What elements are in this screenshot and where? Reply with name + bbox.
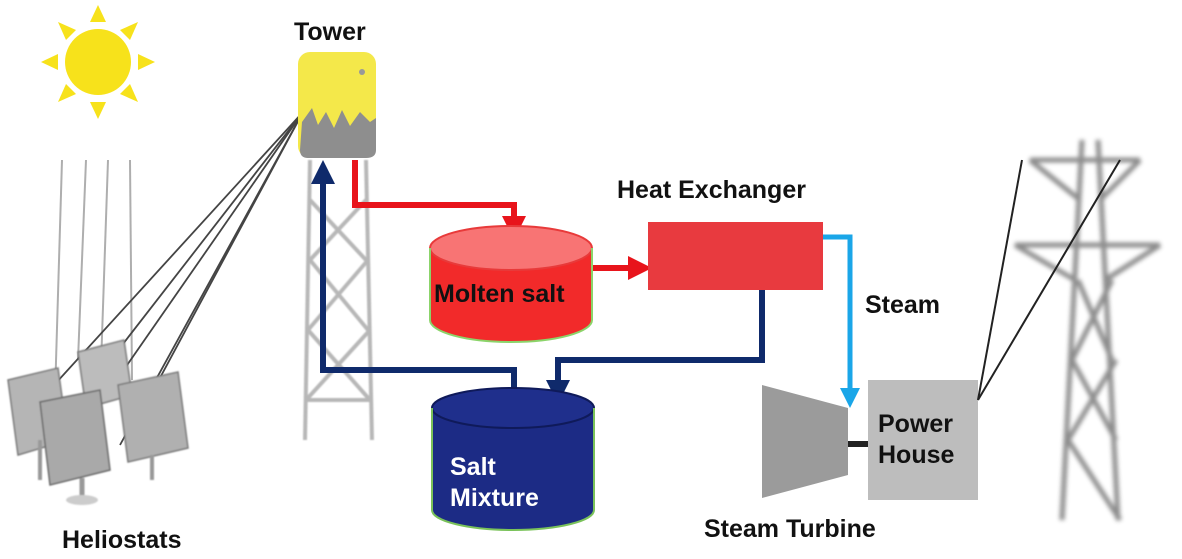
steam-turbine — [762, 385, 870, 498]
power-house-label: Power House — [878, 409, 954, 472]
molten-salt-label: Molten salt — [434, 280, 565, 308]
salt-mixture-tank — [431, 387, 595, 531]
exchanger-to-salt-mixture-arrow — [546, 290, 765, 404]
tower-icon — [298, 52, 376, 441]
heat-exchanger-label: Heat Exchanger — [617, 176, 806, 204]
sun-icon — [41, 5, 155, 119]
salt-mixture-label-line1: Salt — [450, 453, 496, 481]
power-house-label-line1: Power — [878, 410, 954, 438]
steam-flow-arrow — [822, 234, 860, 408]
heat-exchanger-block — [648, 222, 823, 290]
heliostats-label: Heliostats — [62, 526, 182, 554]
power-house-label-line2: House — [878, 441, 955, 470]
salt-mixture-label: Salt Mixture — [450, 452, 539, 515]
molten-salt-tank — [429, 225, 593, 343]
sun-rays — [54, 159, 133, 396]
steam-turbine-label: Steam Turbine — [704, 515, 876, 543]
heliostat-panel-icon — [39, 389, 111, 505]
steam-label: Steam — [865, 291, 941, 319]
heliostat-panel-icon — [117, 371, 189, 480]
hot-salt-flow-arrow — [352, 160, 526, 240]
transmission-tower-icon — [977, 139, 1162, 522]
salt-mixture-to-tower-arrow — [311, 160, 517, 392]
power-house-block — [868, 380, 978, 500]
tower-label: Tower — [294, 18, 366, 46]
heliostats-group — [7, 339, 189, 505]
salt-mixture-label-line2: Mixture — [450, 484, 539, 513]
